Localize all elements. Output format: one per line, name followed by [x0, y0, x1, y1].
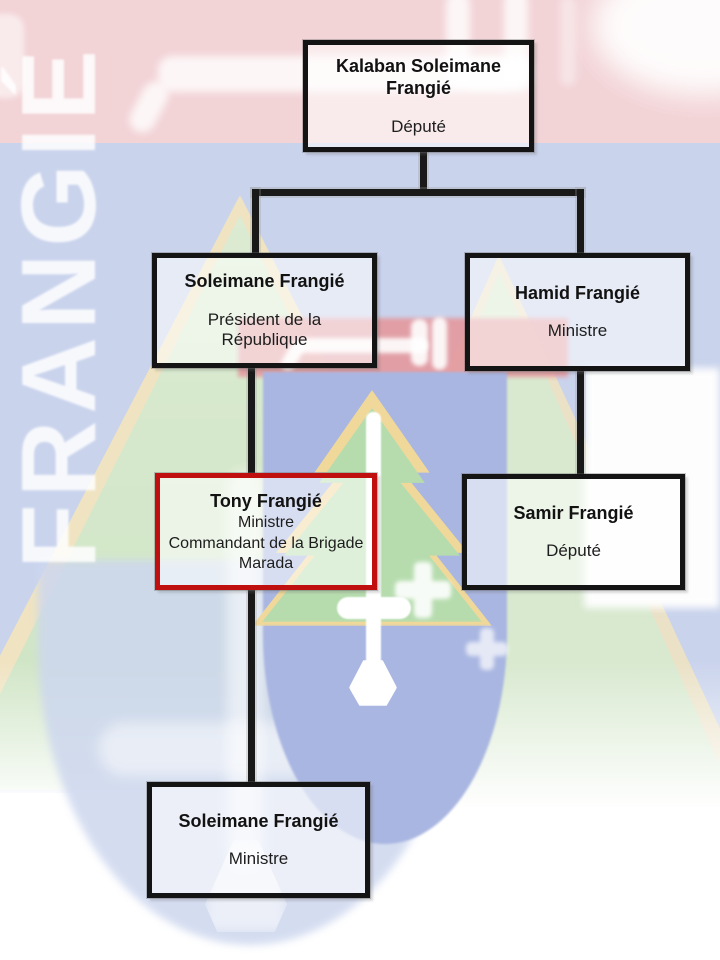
node-role: Ministre: [237, 514, 294, 532]
node-name: Kalaban Soleimane Frangié: [335, 55, 502, 99]
connector-drop-right: [577, 189, 584, 255]
node-role: Président de la République: [207, 309, 322, 350]
node-role: Ministre: [547, 321, 608, 341]
node-role: Ministre: [228, 849, 289, 869]
connector-hamid-to-samir: [577, 371, 584, 475]
connector-horizontal: [252, 189, 584, 196]
node-name: Soleimane Frangié: [178, 810, 339, 831]
org-node-kalaban-soleimane-frangie: Kalaban Soleimane Frangié Député: [303, 40, 534, 152]
connector-tony-to-soleimane: [248, 588, 255, 784]
org-node-soleimane-frangie-president: Soleimane Frangié Président de la Républ…: [152, 253, 377, 368]
connector-soleimane-to-tony: [248, 366, 255, 475]
connector-top-stub: [420, 152, 427, 193]
org-node-hamid-frangie: Hamid Frangié Ministre: [465, 253, 690, 371]
org-node-soleimane-frangie-ministre: Soleimane Frangié Ministre: [147, 782, 370, 898]
node-role: Député: [546, 541, 601, 561]
node-role: Commandant de la Brigade Marada: [168, 534, 364, 572]
watermark-letter-fragment: [0, 14, 24, 98]
node-name: Samir Frangié: [513, 502, 634, 523]
org-node-samir-frangie: Samir Frangié Député: [462, 474, 685, 590]
sword-crossguard: [337, 597, 411, 619]
cross-icon: [395, 562, 451, 618]
connector-drop-left: [252, 189, 259, 255]
arabic-calligraphy-stroke: [560, 0, 576, 86]
arabic-calligraphy-stroke: [432, 317, 447, 370]
node-name: Soleimane Frangié: [184, 271, 345, 292]
frangie-watermark: FRANGIÉ: [0, 43, 118, 569]
org-node-tony-frangie-highlighted: Tony Frangié Ministre Commandant de la B…: [155, 473, 377, 590]
node-name: Tony Frangié: [210, 490, 322, 511]
node-role: Député: [391, 116, 446, 136]
node-name: Hamid Frangié: [514, 282, 641, 303]
cross-icon: [466, 628, 508, 670]
